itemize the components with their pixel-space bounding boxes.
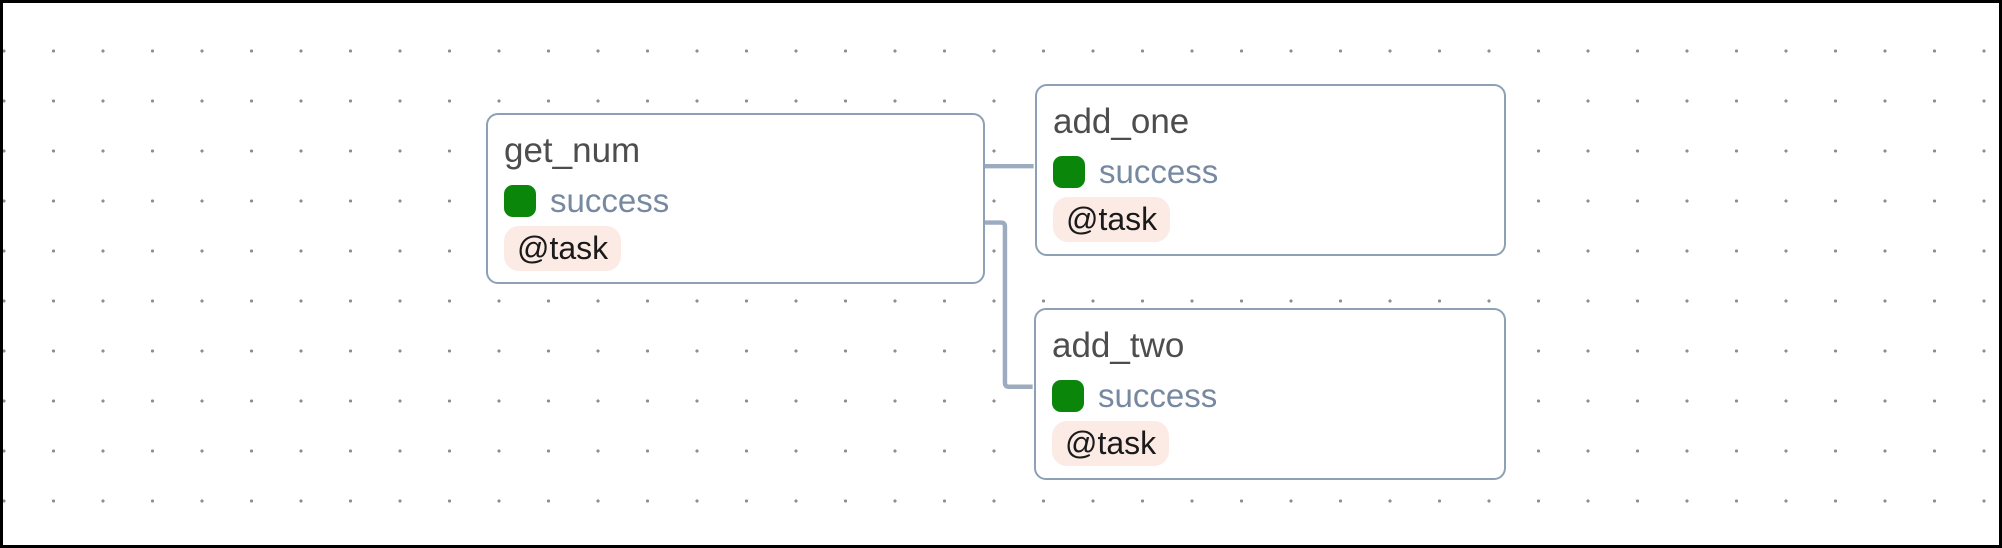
- status-row: success: [1052, 378, 1488, 414]
- badge-row: @task: [1053, 197, 1488, 242]
- node-title: add_two: [1052, 326, 1185, 365]
- status-label: success: [550, 182, 670, 219]
- task-node-add-two[interactable]: add_two success @task: [1034, 308, 1506, 480]
- status-success-icon: [1053, 156, 1085, 188]
- status-success-icon: [504, 185, 536, 217]
- task-node-get-num[interactable]: get_num success @task: [486, 113, 985, 284]
- edges-layer: [981, 163, 1034, 389]
- status-label: success: [1099, 153, 1219, 190]
- status-row: success: [1053, 154, 1488, 190]
- task-badge: @task: [1053, 197, 1171, 242]
- node-title: add_one: [1053, 102, 1190, 141]
- task-badge: @task: [504, 226, 622, 271]
- task-node-add-one[interactable]: add_one success @task: [1035, 84, 1506, 256]
- status-row: success: [504, 183, 967, 219]
- badge-row: @task: [504, 226, 967, 271]
- status-success-icon: [1052, 380, 1084, 412]
- node-title: get_num: [504, 131, 641, 170]
- badge-row: @task: [1052, 421, 1488, 466]
- edge-get-num-to-add-two: [981, 220, 1033, 389]
- task-badge: @task: [1052, 421, 1170, 466]
- status-label: success: [1098, 377, 1218, 414]
